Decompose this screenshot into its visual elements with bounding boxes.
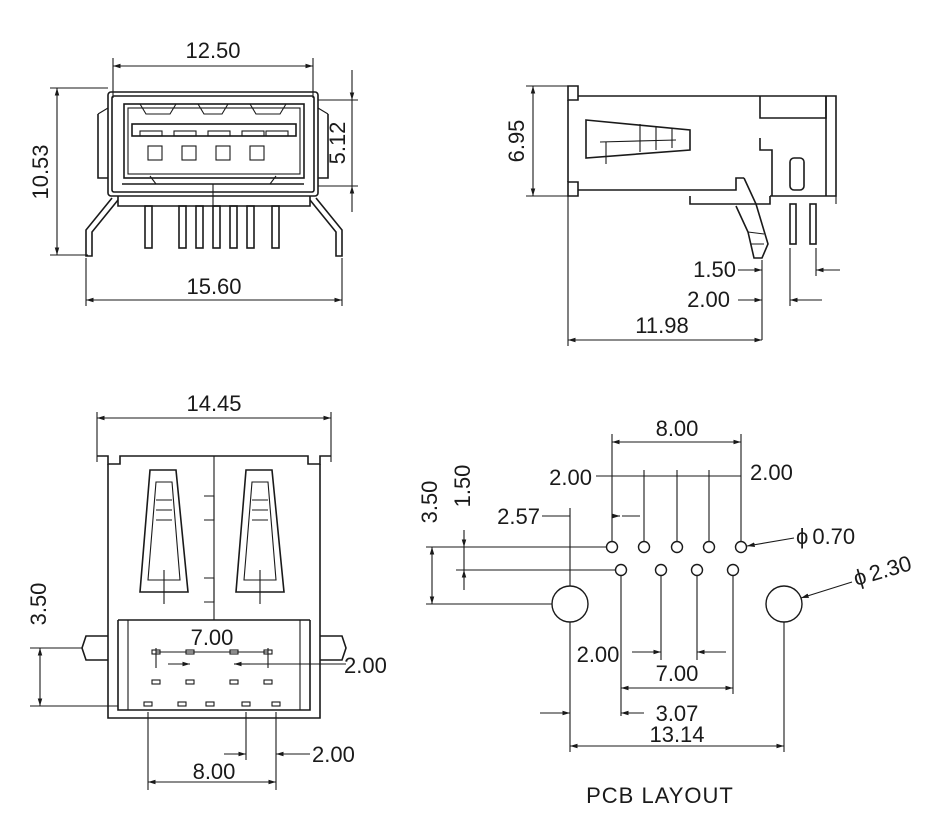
dim-pcb-mount-hole: ϕ2.30 xyxy=(850,550,914,590)
dim-pcb-pitch-bottom: 2.00 xyxy=(577,642,620,667)
front-view: 12.50 10.53 5.12 xyxy=(28,38,358,306)
dim-pcb-mount-to-pin: 3.07 xyxy=(656,701,699,726)
dim-pcb-row-gap: 1.50 xyxy=(450,465,475,508)
dim-bottom-width: 14.45 xyxy=(186,391,241,416)
dim-bottom-span-bottom: 8.00 xyxy=(193,759,236,784)
phi-symbol: ϕ xyxy=(850,563,869,590)
dim-side-depth: 11.98 xyxy=(635,313,688,338)
dim-pcb-pitch-right: 2.00 xyxy=(750,460,793,485)
dim-front-port-height: 5.12 xyxy=(325,122,350,165)
dim-front-width-bottom: 15.60 xyxy=(186,274,241,299)
dim-pcb-span-top: 8.00 xyxy=(656,416,699,441)
dim-bottom-pitch-top: 2.00 xyxy=(344,653,387,678)
side-view: 6.95 1.50 2.00 xyxy=(504,85,840,346)
dim-bottom-offset: 3.50 xyxy=(26,583,51,626)
dim-pcb-pin-hole-value: 0.70 xyxy=(812,524,855,549)
dim-front-height: 10.53 xyxy=(28,144,53,199)
phi-symbol: ϕ xyxy=(796,524,808,549)
pcb-layout-title: PCB LAYOUT xyxy=(586,783,734,808)
dim-pcb-span-bottom: 7.00 xyxy=(656,661,699,686)
dim-pcb-row-offset: 3.50 xyxy=(417,481,442,524)
dim-front-width-top: 12.50 xyxy=(185,38,240,63)
bottom-view: 14.45 xyxy=(26,391,387,790)
dim-bottom-span-top: 7.00 xyxy=(191,625,234,650)
dim-pcb-pitch-left: 2.00 xyxy=(549,465,592,490)
dim-side-height: 6.95 xyxy=(504,120,529,163)
dim-bottom-pitch-bottom: 2.00 xyxy=(312,742,355,767)
dim-side-pin-1: 1.50 xyxy=(693,257,736,282)
dim-pcb-mount-span: 13.14 xyxy=(649,722,704,747)
dim-pcb-mount-hole-value: 2.30 xyxy=(866,550,914,586)
dim-pcb-mount-offset: 2.57 xyxy=(497,504,540,529)
dim-side-pin-2: 2.00 xyxy=(687,287,730,312)
